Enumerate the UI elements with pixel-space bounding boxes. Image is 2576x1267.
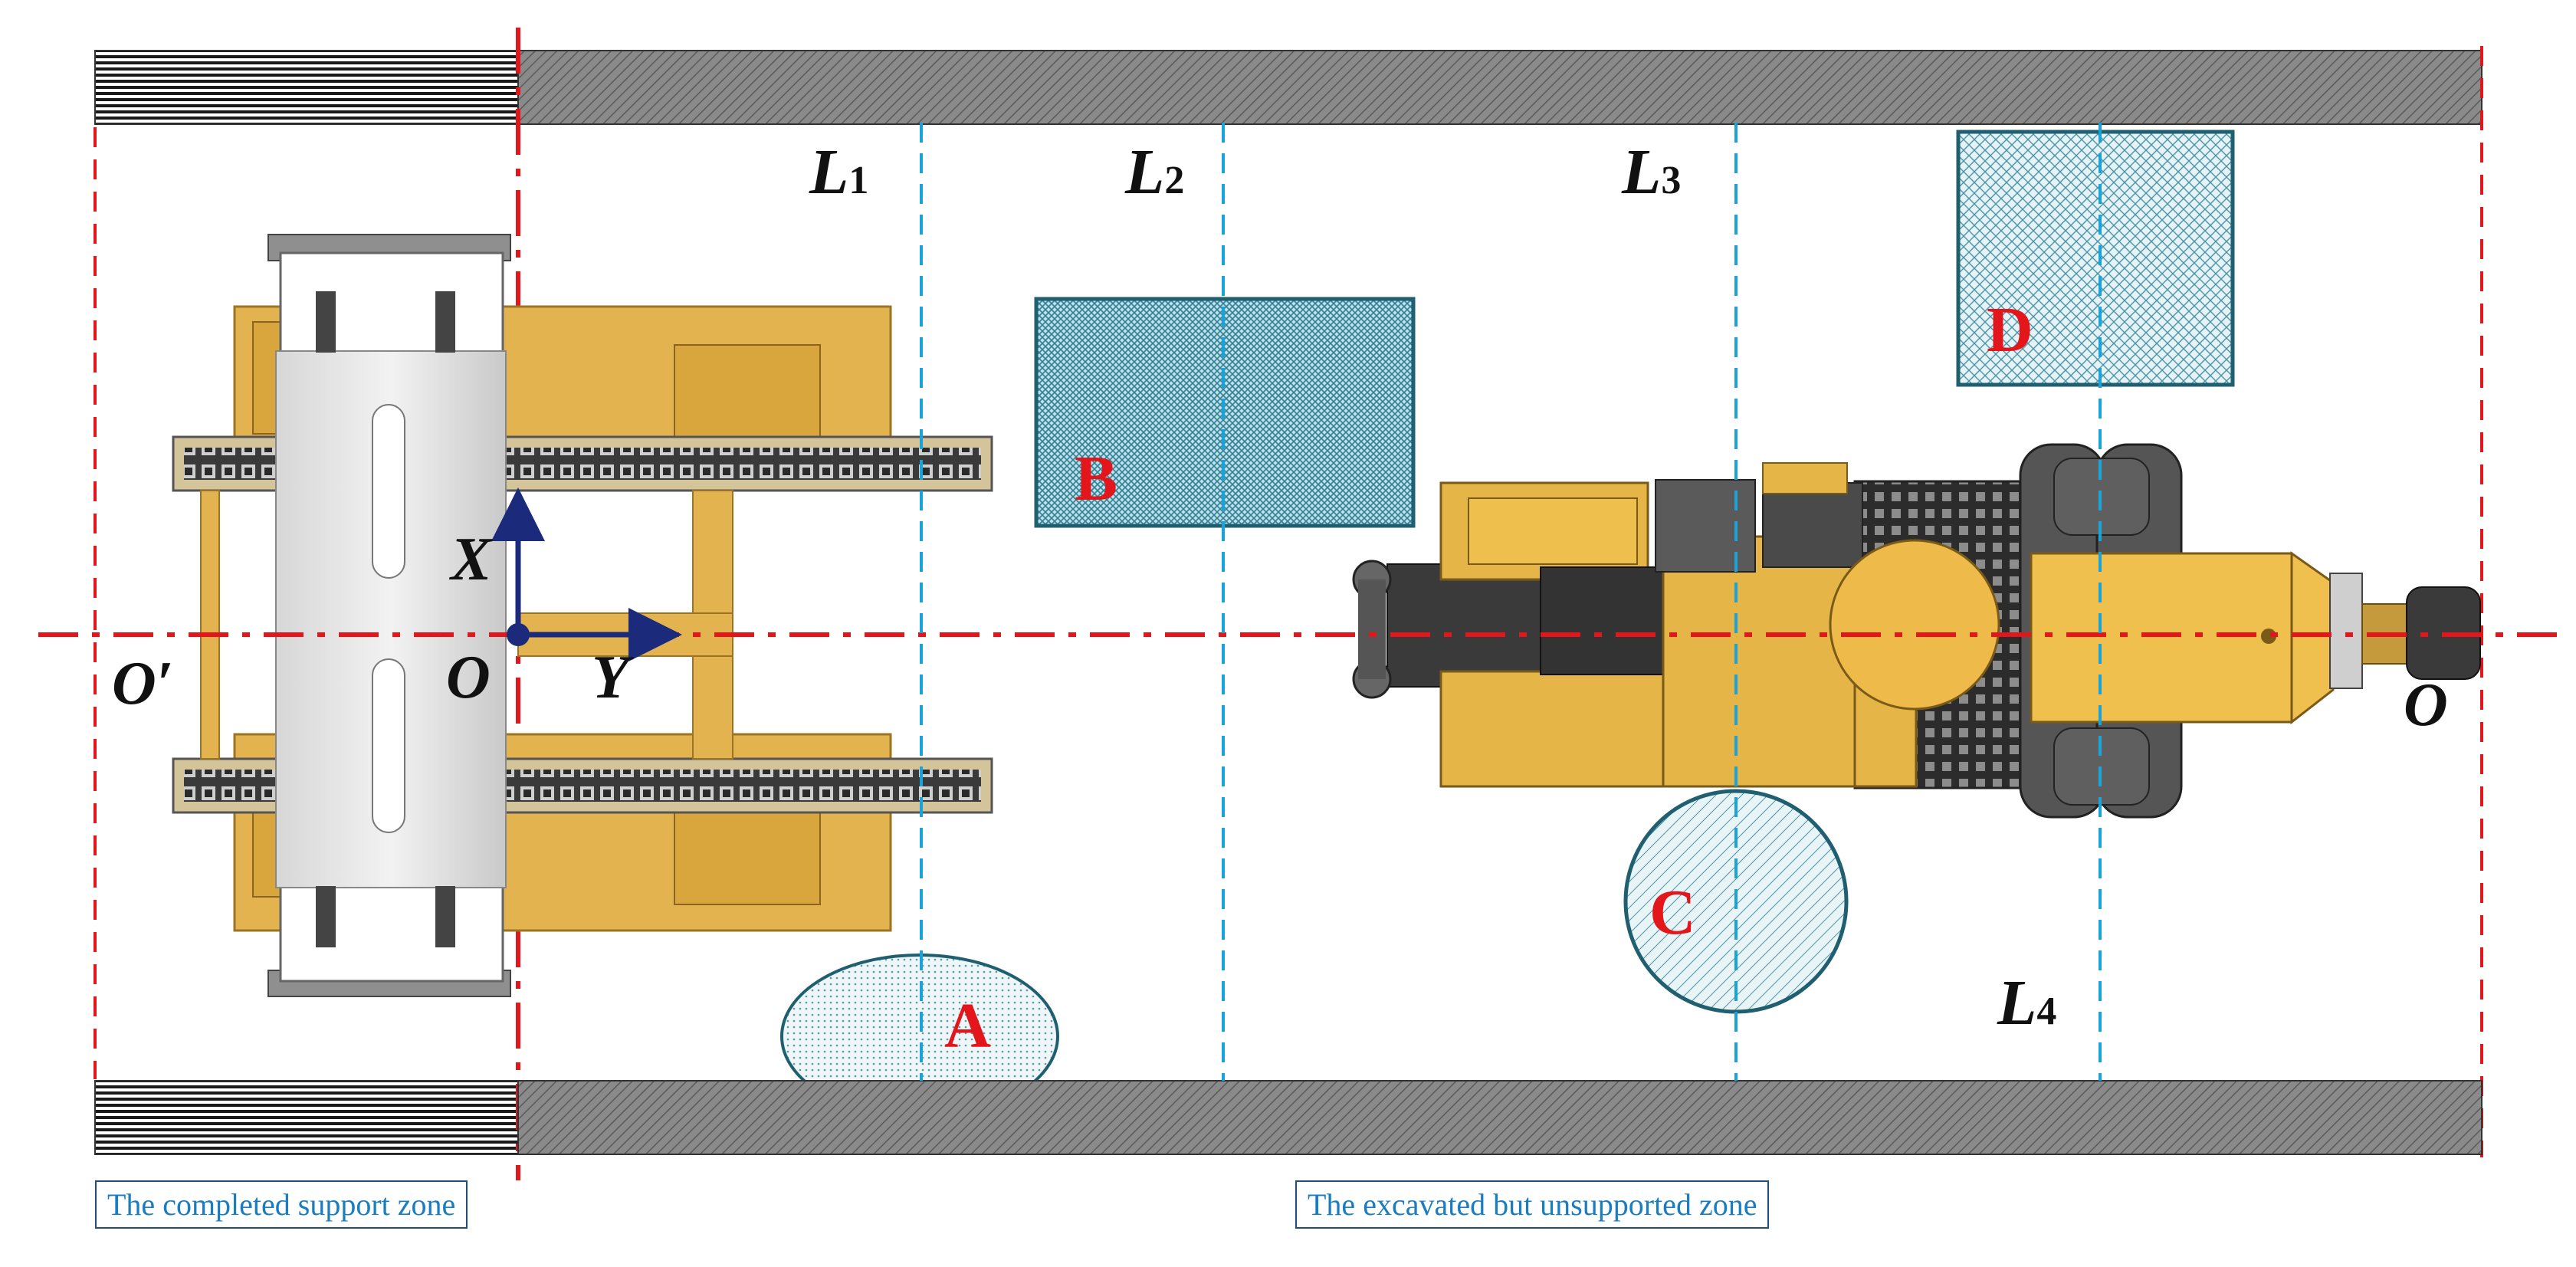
axis-label-x: X: [448, 526, 493, 593]
roadheader-machine: [1352, 443, 2481, 819]
obstacle-label-d: D: [1987, 294, 2033, 366]
unsupported-zone-label: The excavated but unsupported zone: [1295, 1180, 1770, 1229]
axis-label-origin: O: [446, 644, 491, 711]
obstacle-label-b: B: [1075, 443, 1117, 514]
line-label-l4: L4: [1997, 967, 2056, 1039]
bottom-wall-supported: [94, 1080, 519, 1155]
line-label-l1: L1: [809, 136, 868, 208]
support-machine: [172, 234, 993, 997]
origin-point: [507, 623, 530, 646]
obstacle-label-c: C: [1649, 877, 1696, 948]
axis-label-origin-right: O: [2404, 671, 2448, 739]
guide-lines: [920, 123, 2102, 1081]
axis-label-origin-prime: O′: [112, 650, 173, 717]
line-label-l3: L3: [1621, 136, 1681, 208]
top-wall-unsupported: [517, 50, 2482, 125]
axis-label-y: Y: [592, 644, 634, 711]
line-label-l2: L2: [1124, 136, 1184, 208]
support-zone-label: The completed support zone: [95, 1180, 468, 1229]
obstacle-label-a: A: [944, 990, 991, 1062]
top-wall-supported: [94, 50, 519, 125]
obstacle-d-shape: [1956, 130, 2235, 387]
coordinate-axes: [491, 487, 682, 661]
